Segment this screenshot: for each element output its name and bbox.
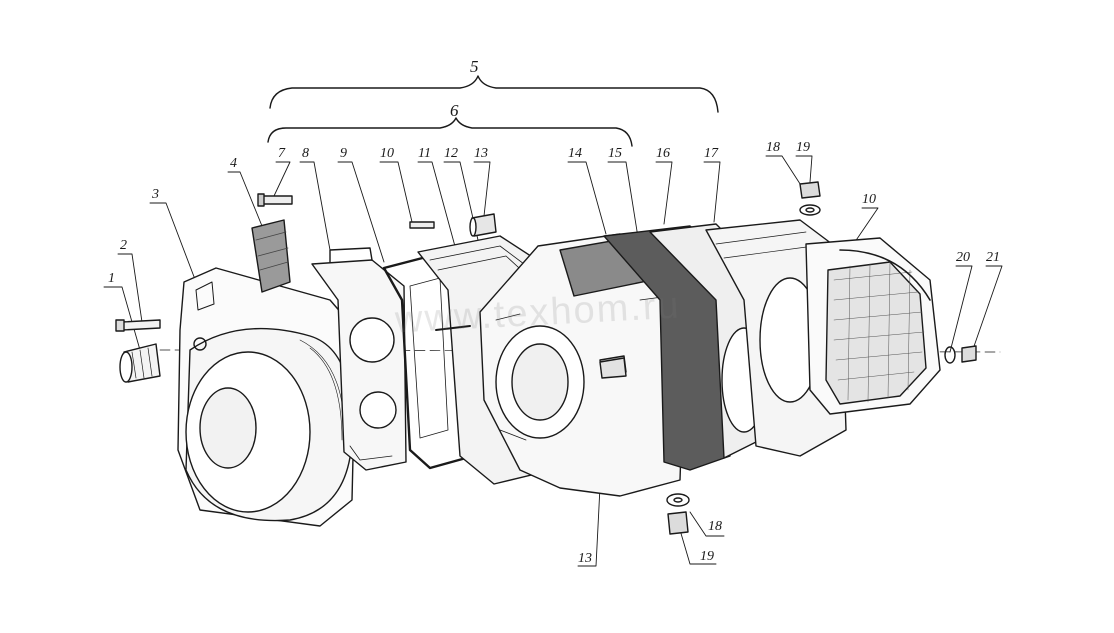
part-13-bushing (469, 213, 497, 237)
callout-12: 12 (444, 146, 458, 161)
callout-21: 21 (986, 250, 1000, 265)
part-7-screw (257, 193, 293, 207)
callout-16: 16 (656, 146, 670, 161)
callout-8: 8 (302, 146, 309, 161)
callout-7: 7 (278, 146, 285, 161)
part-18-19-bottom (666, 493, 690, 535)
part-20-21-fasteners (944, 345, 977, 364)
callout-10-right: 10 (862, 192, 876, 207)
part-10-pin (409, 221, 435, 229)
part-2-bolt (115, 319, 161, 332)
part-13-bottom-pin (599, 357, 627, 379)
brace-6 (267, 117, 633, 147)
callout-13-top: 13 (474, 146, 488, 161)
callout-11: 11 (418, 146, 431, 161)
part-18-19-top (799, 181, 821, 216)
callout-14: 14 (568, 146, 582, 161)
callout-10-top: 10 (380, 146, 394, 161)
callout-17: 17 (704, 146, 718, 161)
rear-cover (805, 237, 941, 415)
callout-15: 15 (608, 146, 622, 161)
callout-1: 1 (108, 271, 115, 286)
part-8-plate (311, 247, 407, 471)
part-1-sleeve (119, 343, 161, 383)
callout-18-top: 18 (766, 140, 780, 155)
callout-19-top: 19 (796, 140, 810, 155)
callout-4: 4 (230, 156, 237, 171)
callout-20: 20 (956, 250, 970, 265)
callout-5: 5 (470, 57, 479, 76)
callout-9: 9 (340, 146, 347, 161)
part-3-cover (177, 267, 357, 527)
brace-5 (269, 75, 719, 113)
callout-6: 6 (450, 101, 459, 120)
callout-13-bottom: 13 (578, 551, 592, 566)
callout-2: 2 (120, 238, 127, 253)
callout-19-bottom: 19 (700, 549, 714, 564)
callout-3: 3 (152, 187, 159, 202)
callout-18-bottom: 18 (708, 519, 722, 534)
part-4-pad (251, 219, 291, 293)
